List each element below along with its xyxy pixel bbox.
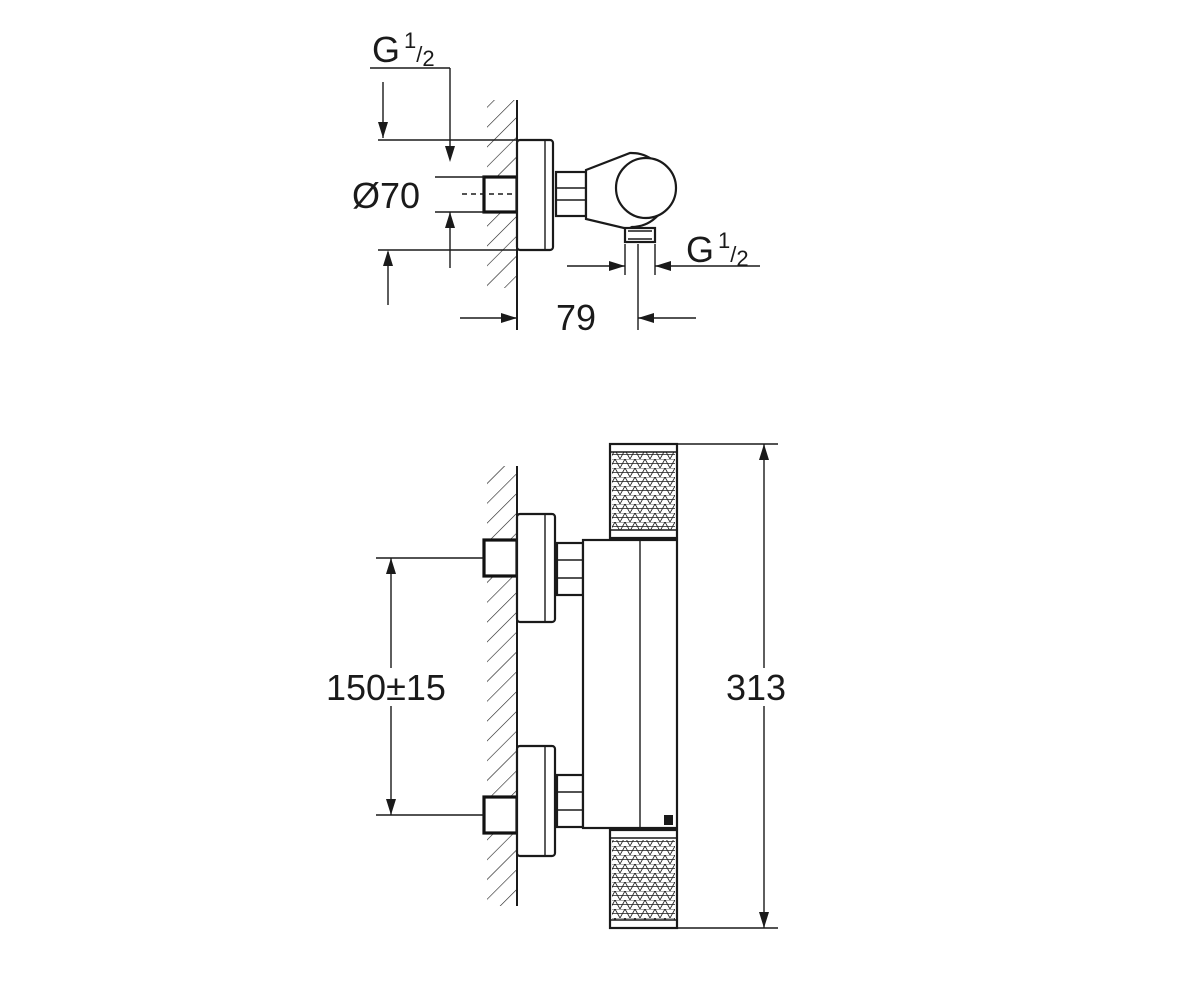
front-view (376, 442, 778, 930)
top-view (370, 67, 760, 330)
escutcheon-upper (515, 512, 557, 624)
inlet-fitting-lower (482, 795, 519, 835)
diameter-label: Ø70 (352, 175, 420, 216)
escutcheon-lower (515, 744, 557, 858)
wall-hatch-front (487, 466, 517, 906)
hex-nut-upper (555, 541, 585, 597)
depth-label: 79 (556, 297, 596, 338)
inlet-fitting-upper (482, 538, 519, 578)
indicator-mark (664, 815, 673, 825)
hex-nut-lower (555, 773, 585, 829)
hex-nut-top (554, 170, 588, 218)
spacing-label: 150±15 (326, 667, 446, 708)
height-label: 313 (726, 667, 786, 708)
escutcheon-top (515, 138, 555, 252)
control-knob-top (614, 156, 678, 220)
thermostat-body (581, 538, 679, 830)
outlet-connector-top (623, 226, 657, 244)
